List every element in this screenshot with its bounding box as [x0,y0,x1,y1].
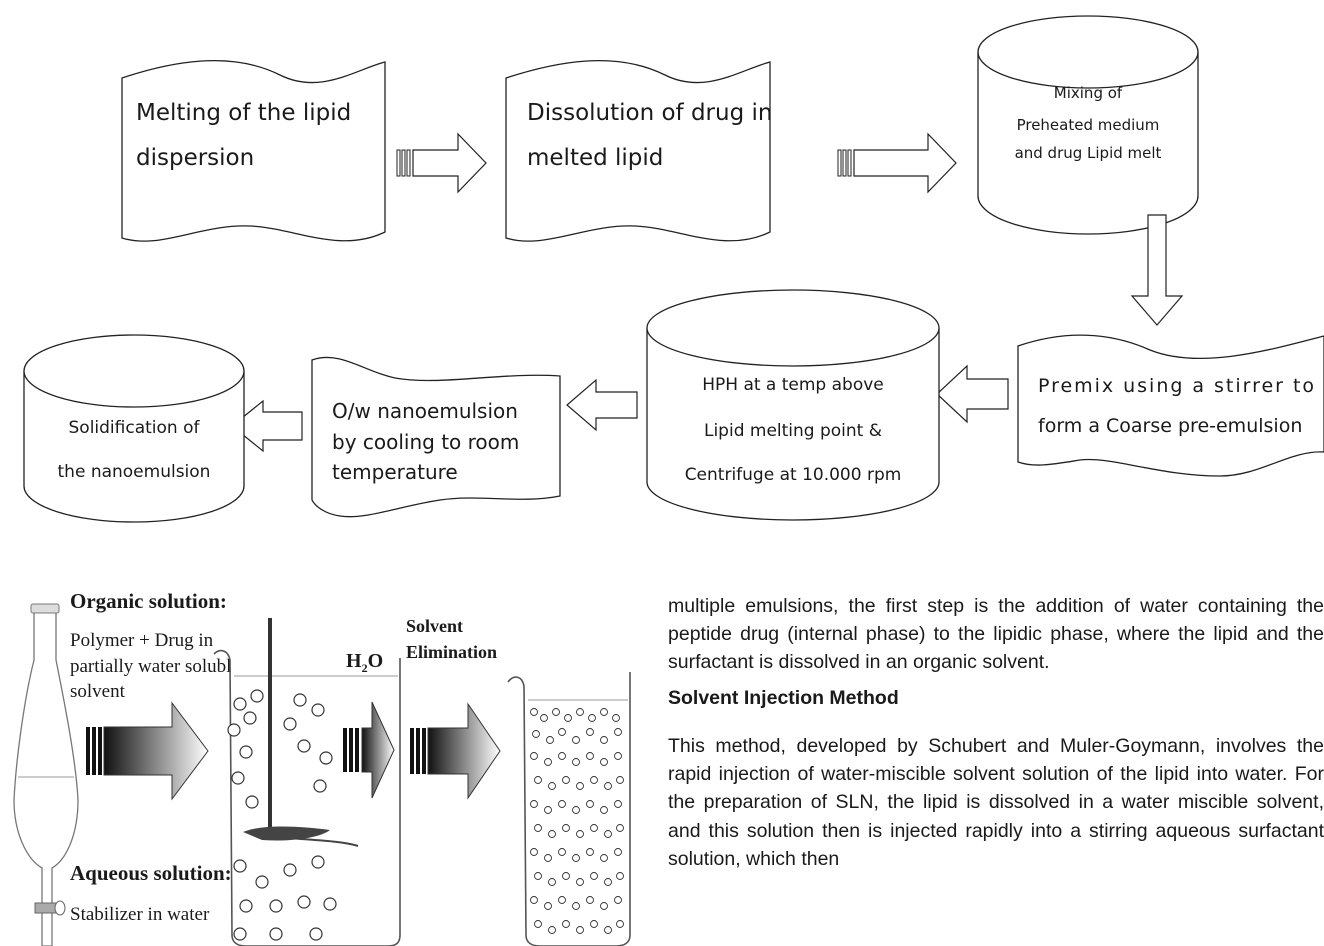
arrow-left-3 [231,399,303,453]
organic-desc-line-1: Polymer + Drug in [70,630,214,651]
box-melting: Melting of the lipid dispersion [121,60,386,242]
hph-line-2: Lipid melting point & [704,421,882,441]
organic-desc-line-2: partially water soluble [70,656,240,677]
hph-line-3: Centrifuge at 10.000 rpm [685,465,902,485]
solidification-line-1: Solidification of [69,418,201,438]
gradient-arrow-2 [343,701,395,799]
premix-line-2: form a Coarse pre-emulsion [1038,415,1302,437]
dissolution-line-1: Dissolution of drug in [527,100,772,126]
arrow-left-2 [566,378,638,432]
melting-line-2: dispersion [136,145,254,171]
h2o-label: H2O [346,650,383,675]
box-ow: O/w nanoemulsion by cooling to room temp… [311,356,561,518]
organic-desc-line-3: solvent [70,681,126,702]
melting-line-1: Melting of the lipid [136,100,351,126]
paragraph-multiple-emulsions: multiple emulsions, the first step is th… [668,595,1324,674]
organic-solution-title: Organic solution: [70,589,227,613]
mixing-line-3: and drug Lipid melt [1015,144,1162,162]
cylinder-mixing: Mixing of Preheated medium and drug Lipi… [977,15,1199,235]
aqueous-desc: Stabilizer in water [70,904,210,925]
hph-line-1: HPH at a temp above [702,375,884,395]
solvent-label: Solvent [406,616,463,636]
paragraph-solvent-injection: This method, developed by Schubert and M… [668,735,1324,870]
mixing-line-1: Mixing of [1054,84,1123,102]
arrow-left-1 [936,364,1009,424]
separatory-funnel [13,603,79,946]
ow-line-3: temperature [332,460,458,484]
cylinder-solidification: Solidification of the nanoemulsion [23,334,245,523]
dissolution-line-2: melted lipid [527,145,663,171]
cylinder-hph: HPH at a temp above Lipid melting point … [646,289,940,521]
gradient-arrow-1 [86,701,209,801]
section-heading: Solvent Injection Method [668,687,899,709]
beaker-2 [507,672,631,946]
elimination-label: Elimination [406,642,497,662]
arrow-down [1130,214,1184,326]
apparatus-figure: Organic solution: Polymer + Drug in part… [13,589,631,946]
ow-line-2: by cooling to room [332,430,519,454]
premix-line-1: Premix using a stirrer to [1038,375,1314,397]
gradient-arrow-3 [410,702,501,800]
box-premix: Premix using a stirrer to form a Coarse … [1017,334,1324,477]
box-dissolution: Dissolution of drug in melted lipid [505,60,772,242]
mixing-line-2: Preheated medium [1017,116,1160,134]
arrow-2 [837,132,957,194]
aqueous-solution-title: Aqueous solution: [70,861,232,885]
solidification-line-2: the nanoemulsion [58,462,211,482]
beaker-1 [213,618,401,946]
arrow-1 [396,132,487,194]
ow-line-1: O/w nanoemulsion [332,399,518,423]
